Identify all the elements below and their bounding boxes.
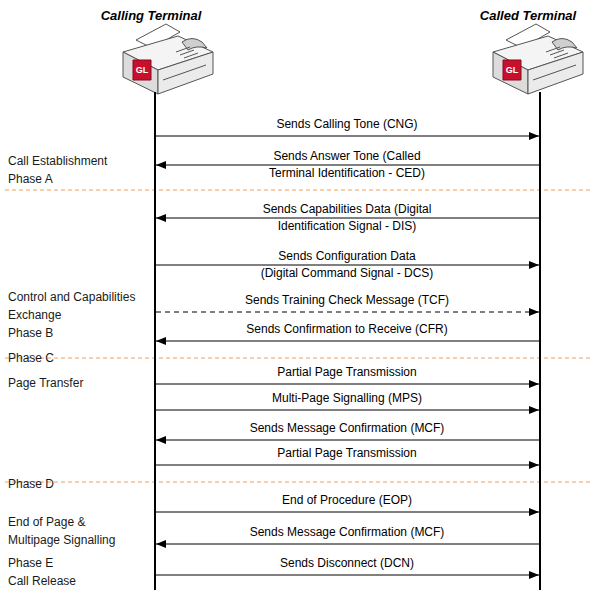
signal-arrow (156, 575, 539, 576)
signal-arrow (156, 440, 539, 441)
phase-number: Phase A (8, 170, 53, 188)
fax-side (528, 52, 583, 94)
signal-label: Multi-Page Signalling (MPS) (272, 390, 422, 406)
signal-label: Sends Confirmation to Receive (CFR) (246, 321, 447, 337)
signal-arrow (156, 384, 539, 385)
fax-slot (533, 65, 576, 80)
signal-arrow (156, 465, 539, 466)
signal-label: Sends Message Confirmation (MCF) (250, 420, 445, 436)
logo-badge (133, 60, 151, 80)
terminal-title: Calling Terminal (101, 8, 202, 24)
signal-label: Sends Capabilities Data (Digital Identif… (217, 201, 477, 235)
logo-badge (503, 60, 521, 80)
signal-label: Partial Page Transmission (277, 445, 416, 461)
signal-label: Partial Page Transmission (277, 364, 416, 380)
fax-slot (163, 65, 206, 80)
phase-number: Phase B (8, 324, 53, 342)
signal-arrow (156, 136, 539, 137)
phase-separator (5, 358, 590, 359)
phase-separators (5, 190, 590, 482)
fax-machine (493, 24, 583, 94)
phase-separator (5, 190, 590, 191)
signal-label: Sends Training Check Message (TCF) (245, 292, 449, 308)
phase-name: Call Release (8, 572, 76, 590)
phase-name: End of Page & Multipage Signalling (8, 513, 128, 549)
phase-name: Page Transfer (8, 374, 83, 392)
signal-label: Sends Calling Tone (CNG) (276, 116, 417, 132)
phase-number: Phase D (8, 475, 54, 493)
fax-front (493, 52, 528, 94)
phase-name: Call Establishment (8, 152, 107, 170)
phase-number: Phase C (8, 349, 54, 367)
signal-arrow (156, 341, 539, 342)
signal-arrow (156, 544, 539, 545)
phase-number: Phase E (8, 554, 53, 572)
phase-name: Control and Capabilities Exchange (8, 288, 136, 324)
signal-label: Sends Configuration Data (Digital Comman… (222, 248, 472, 282)
fax-keypad (176, 47, 198, 58)
signal-arrow (156, 410, 539, 411)
signal-label: Sends Message Confirmation (MCF) (250, 524, 445, 540)
fax-side (158, 52, 213, 94)
fax-machine (123, 24, 213, 94)
fax-front (123, 52, 158, 94)
terminal-title: Called Terminal (480, 8, 576, 24)
signal-arrow (156, 512, 539, 513)
logo-text: GL (503, 60, 521, 80)
lifeline: Calling Terminal (154, 92, 156, 590)
lifeline: Called Terminal (539, 92, 541, 590)
signal-arrow (156, 218, 539, 219)
signal-arrow (156, 165, 539, 166)
signal-label: Sends Answer Tone (Called Terminal Ident… (222, 148, 472, 182)
signal-arrow (156, 312, 539, 313)
phase-separator (5, 482, 590, 483)
signal-label: End of Procedure (EOP) (282, 492, 412, 508)
signal-arrow (156, 265, 539, 266)
signal-label: Sends Disconnect (DCN) (280, 555, 414, 571)
logo-text: GL (133, 60, 151, 80)
fax-keypad (546, 47, 568, 58)
